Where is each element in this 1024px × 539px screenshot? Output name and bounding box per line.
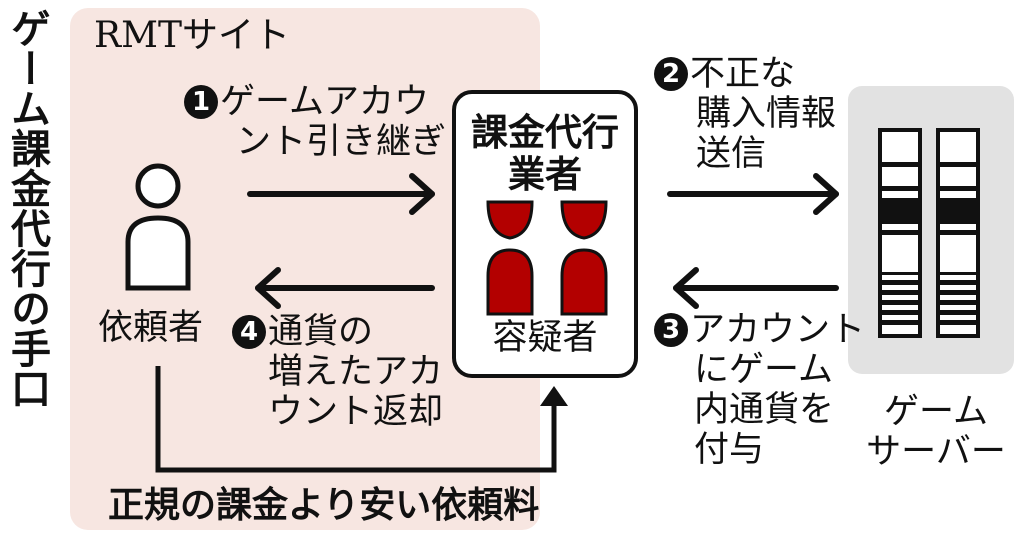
requester-person-icon	[125, 163, 191, 291]
dealer-box	[452, 90, 638, 378]
step-4-number: 4	[232, 315, 266, 349]
step-2-number: 2	[654, 57, 688, 91]
step-1-number: 1	[184, 85, 218, 119]
suspect-label: 容疑者	[492, 318, 598, 358]
arrow-step-3-head	[673, 267, 699, 309]
step-3-number: 3	[654, 313, 688, 347]
diagram-title: ゲーム課金代行の手口	[4, 8, 50, 408]
rmt-site-label: RMTサイト	[94, 15, 290, 56]
requester-label: 依頼者	[98, 308, 204, 348]
arrow-step-2-head	[813, 173, 839, 215]
fee-arrow	[155, 366, 557, 473]
suspect-persons-icon	[486, 200, 608, 316]
dealer-name: 課金代行業者	[471, 111, 619, 196]
server-label: ゲームサーバー	[866, 392, 1006, 472]
server-icon	[878, 128, 980, 338]
arrow-step-1-head	[409, 173, 435, 215]
fee-label: 正規の課金より安い依頼料	[108, 485, 540, 526]
arrow-step-4-head	[255, 267, 281, 309]
fee-arrow-head	[540, 386, 568, 406]
server-panel	[848, 86, 1014, 374]
